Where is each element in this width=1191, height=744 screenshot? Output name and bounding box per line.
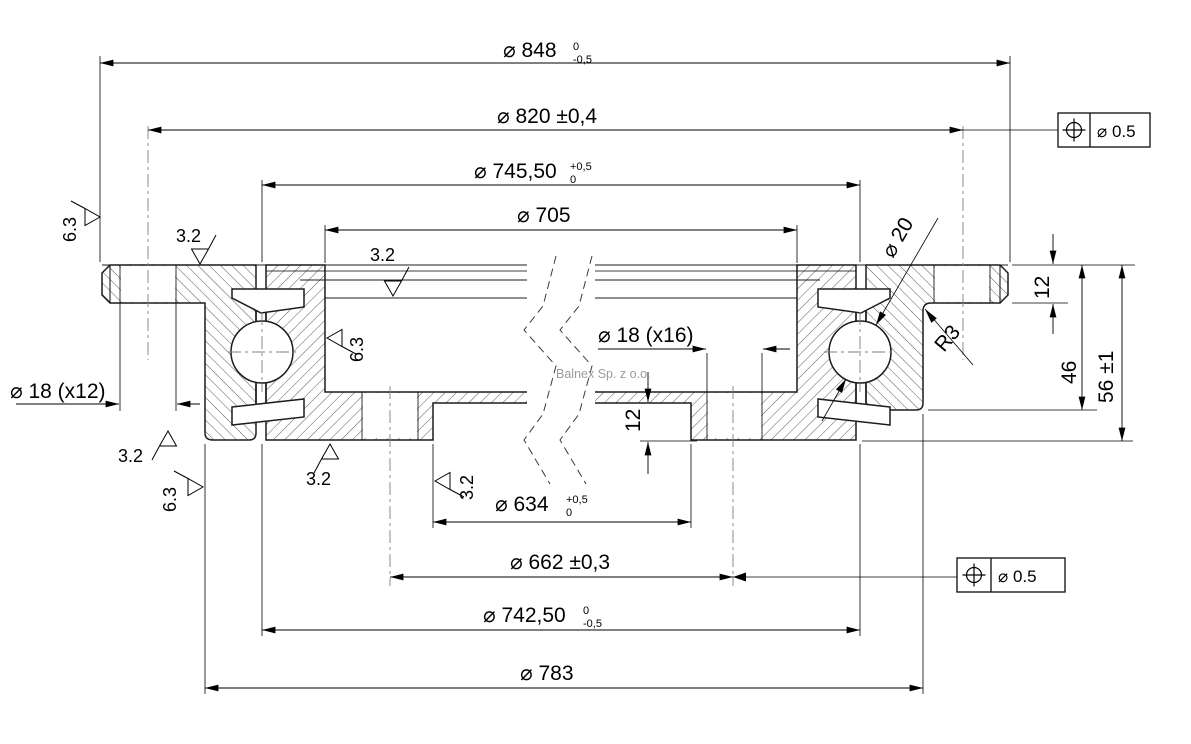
roughness-32-icon (190, 234, 217, 266)
roughness-63-icon (70, 200, 102, 227)
roughness-32-value: 3.2 (370, 245, 395, 265)
centerlines (147, 126, 964, 586)
dim-783-text: ⌀ 783 (520, 662, 574, 685)
roughness-63-icon (173, 470, 205, 497)
dim-56-text: 56 ±1 (1095, 351, 1118, 403)
dim-745-text: ⌀ 745,50 (474, 160, 557, 183)
break-lines (523, 255, 593, 485)
dim-848-text: ⌀ 848 (503, 39, 557, 62)
leader-lines (733, 129, 1058, 582)
watermark: Balnex Sp. z o.o. (556, 367, 651, 381)
roughness-32-value: 3.2 (457, 475, 477, 500)
dim-634-tol-upper: +0,5 (566, 494, 588, 506)
dim-662-text: ⌀ 662 ±0,3 (510, 551, 610, 574)
dim-12-recess-text: 12 (622, 409, 645, 432)
dimension-lines (16, 59, 1126, 692)
dim-848-tol-upper: 0 (573, 41, 579, 53)
roughness-32-icon (433, 471, 465, 498)
dim-12-flange-text: 12 (1031, 276, 1054, 299)
seal-bottom-right (817, 398, 891, 426)
gdt-frame-bottom: ⌀ 0.5 (956, 557, 1066, 593)
dim-bolt12-text: ⌀ 18 (x12) (10, 380, 106, 403)
dim-634-text: ⌀ 634 (495, 493, 549, 516)
dim-bolt16-text: ⌀ 18 (x16) (598, 324, 694, 347)
dim-820-text: ⌀ 820 ±0,4 (497, 105, 597, 128)
position-symbol-icon (1062, 118, 1086, 142)
roughness-32-icon (151, 429, 178, 461)
dimension-texts: ⌀ 848 0 -0,5 ⌀ 820 ±0,4 ⌀ 745,50 +0,5 0 … (10, 39, 1118, 685)
gdt-bottom-value: ⌀ 0.5 (998, 567, 1037, 586)
gdt-top-value: ⌀ 0.5 (1097, 122, 1136, 141)
roughness-symbols: 6.3 3.2 3.2 6.3 3.2 3.2 6.3 3.2 (60, 200, 477, 512)
dim-ball-text: ⌀ 20 (877, 214, 918, 262)
seal-bottom-left (231, 398, 305, 426)
dim-742-tol-upper: 0 (583, 605, 589, 617)
roughness-63-icon (325, 328, 357, 355)
dim-742-tol-lower: -0,5 (583, 618, 602, 630)
top-surface-lines (102, 264, 1008, 299)
dim-742-text: ⌀ 742,50 (483, 604, 566, 627)
roughness-32-value: 3.2 (176, 226, 201, 246)
roughness-32-value: 3.2 (118, 446, 143, 466)
part-outer-ring-right (865, 264, 1009, 411)
dim-848-tol-lower: -0,5 (573, 54, 592, 66)
roughness-32-value: 3.2 (306, 469, 331, 489)
dim-745-tol-upper: +0,5 (570, 161, 592, 173)
dim-745-tol-lower: 0 (570, 174, 576, 186)
dim-46-text: 46 (1058, 361, 1081, 384)
roughness-32-icon (313, 442, 340, 474)
dim-705-text: ⌀ 705 (517, 204, 571, 227)
gdt-frame-top: ⌀ 0.5 (1057, 112, 1151, 148)
break-gap (527, 261, 595, 445)
seal-top-right (817, 288, 891, 314)
part-inner-ring-left (265, 264, 531, 441)
dim-fillet-text: R3 (930, 321, 965, 356)
roughness-63-value: 6.3 (60, 217, 80, 242)
roughness-32-icon (383, 266, 410, 298)
dim-634-tol-lower: 0 (566, 507, 572, 519)
roughness-63-value: 6.3 (160, 487, 180, 512)
roughness-63-value: 6.3 (347, 337, 367, 362)
position-symbol-icon (962, 563, 986, 587)
seal-top-left (231, 288, 305, 314)
ball-diameter-leader (875, 217, 939, 326)
